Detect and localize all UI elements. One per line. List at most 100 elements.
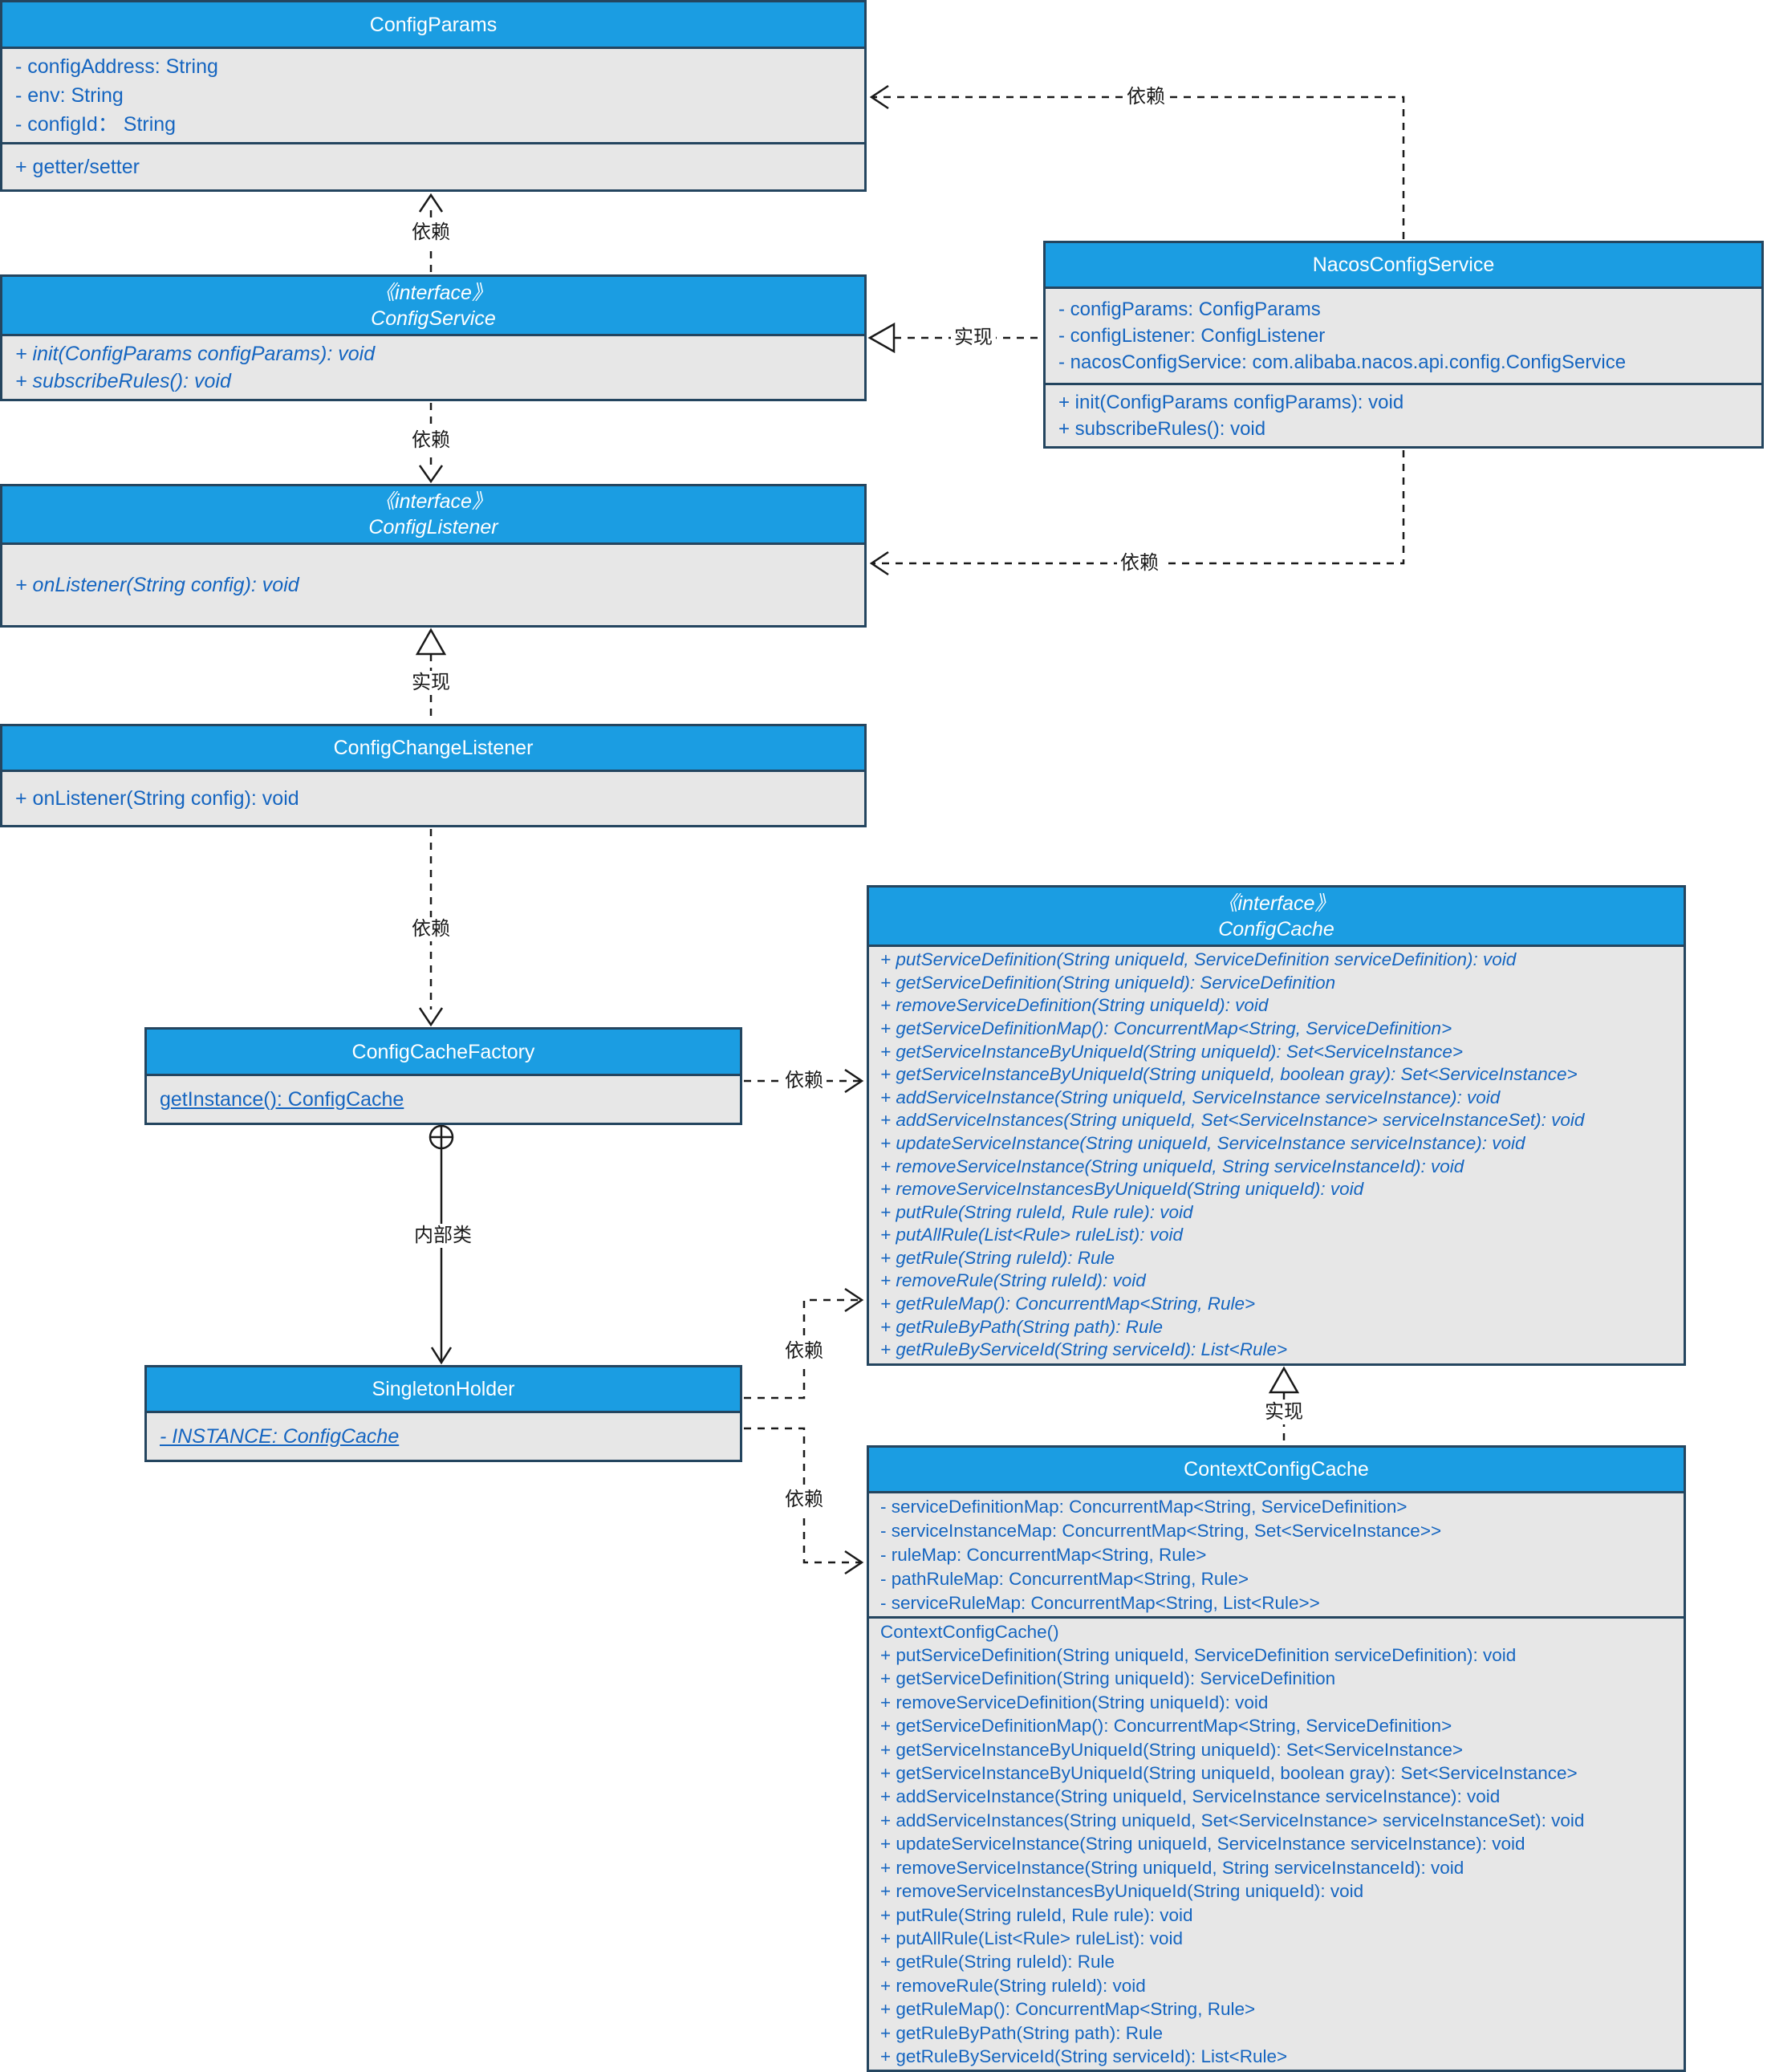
class-header: SingletonHolder xyxy=(147,1367,740,1413)
method-item: + getter/setter xyxy=(15,156,140,178)
method-item: + removeServiceInstancesByUniqueId(Strin… xyxy=(880,1881,1364,1902)
attribute-item: - configListener: ConfigListener xyxy=(1058,325,1326,347)
class-box-config-cache-factory: ConfigCacheFactory getInstance(): Config… xyxy=(144,1027,742,1125)
class-title: ConfigChangeListener xyxy=(333,737,534,759)
attributes-section: - INSTANCE: ConfigCache xyxy=(147,1413,740,1460)
attribute-item: - nacosConfigService: com.alibaba.nacos.… xyxy=(1058,351,1627,373)
methods-section: + onListener(String config): void xyxy=(2,772,864,825)
attribute-item: - serviceRuleMap: ConcurrentMap<String, … xyxy=(880,1592,1320,1613)
method-item: + subscribeRules(): void xyxy=(1058,418,1266,440)
class-box-nacos-config-service: NacosConfigService - configParams: Confi… xyxy=(1043,241,1764,449)
methods-section: + init(ConfigParams configParams): void +… xyxy=(2,336,864,399)
method-item: + getServiceInstanceByUniqueId(String un… xyxy=(880,1064,1578,1085)
method-item: + getServiceInstanceByUniqueId(String un… xyxy=(880,1041,1464,1062)
class-title: ConfigCacheFactory xyxy=(351,1040,535,1063)
dependency-label-singletonholder-contextcache: 依赖 xyxy=(782,1488,827,1512)
class-header: 《interface》 ConfigListener xyxy=(2,486,864,545)
methods-section: + putServiceDefinition(String uniqueId, … xyxy=(869,947,1684,1363)
method-item: + putRule(String ruleId, Rule rule): voi… xyxy=(880,1201,1193,1222)
method-item: + getRuleMap(): ConcurrentMap<String, Ru… xyxy=(880,1294,1256,1314)
attribute-item: - configId： String xyxy=(15,113,177,136)
method-item: + init(ConfigParams configParams): void xyxy=(1058,392,1404,413)
method-item: + getServiceInstanceByUniqueId(String un… xyxy=(880,1763,1578,1784)
class-title: SingletonHolder xyxy=(372,1378,515,1400)
method-item: + getRuleByPath(String path): Rule xyxy=(880,2022,1164,2043)
class-header: NacosConfigService xyxy=(1046,243,1761,289)
method-item: + getRuleMap(): ConcurrentMap<String, Ru… xyxy=(880,1999,1256,2020)
method-item: + removeServiceDefinition(String uniqueI… xyxy=(880,995,1269,1016)
method-item: + onListener(String config): void xyxy=(15,787,299,810)
method-item: + putAllRule(List<Rule> ruleList): void xyxy=(880,1225,1184,1245)
attributes-section: - configParams: ConfigParams- configList… xyxy=(1046,289,1761,383)
implements-label-contextcache-configcache: 实现 xyxy=(1261,1400,1306,1424)
method-item: + subscribeRules(): void xyxy=(15,370,231,392)
class-box-config-change-listener: ConfigChangeListener + onListener(String… xyxy=(0,724,867,827)
class-box-config-service: 《interface》 ConfigService + init(ConfigP… xyxy=(0,274,867,401)
method-item: + removeServiceInstancesByUniqueId(Strin… xyxy=(880,1179,1364,1200)
method-item: + getServiceDefinition(String uniqueId):… xyxy=(880,1668,1336,1689)
class-header: ConfigParams xyxy=(2,2,864,49)
class-box-singleton-holder: SingletonHolder - INSTANCE: ConfigCache xyxy=(144,1365,742,1462)
method-item: + removeServiceInstance(String uniqueId,… xyxy=(880,1857,1464,1878)
class-box-config-listener: 《interface》 ConfigListener + onListener(… xyxy=(0,484,867,628)
method-item: + removeRule(String ruleId): void xyxy=(880,1270,1146,1291)
attribute-item: - serviceInstanceMap: ConcurrentMap<Stri… xyxy=(880,1520,1442,1541)
method-item: + getRuleByPath(String path): Rule xyxy=(880,1316,1164,1337)
method-item: + putServiceDefinition(String uniqueId, … xyxy=(880,949,1517,970)
attribute-item: - ruleMap: ConcurrentMap<String, Rule> xyxy=(880,1544,1207,1565)
implements-label-configchangelistener: 实现 xyxy=(408,671,453,695)
method-item: + addServiceInstance(String uniqueId, Se… xyxy=(880,1786,1501,1807)
dependency-label-configservice-configparams: 依赖 xyxy=(408,221,453,245)
method-item: + getServiceInstanceByUniqueId(String un… xyxy=(880,1739,1464,1760)
method-item: + getServiceDefinitionMap(): ConcurrentM… xyxy=(880,1716,1452,1737)
dependency-label-singletonholder-configcache: 依赖 xyxy=(782,1339,827,1363)
class-title: ConfigCache xyxy=(1218,917,1334,941)
stereotype-label: 《interface》 xyxy=(375,281,492,304)
method-item: + getServiceDefinitionMap(): ConcurrentM… xyxy=(880,1018,1452,1038)
attribute-item: - pathRuleMap: ConcurrentMap<String, Rul… xyxy=(880,1568,1249,1589)
dependency-arrow-nacosconfigservice-to-configparams xyxy=(869,84,1405,239)
method-item: + init(ConfigParams configParams): void xyxy=(15,343,376,365)
stereotype-label: 《interface》 xyxy=(375,490,492,513)
method-item: + getServiceDefinition(String uniqueId):… xyxy=(880,972,1336,993)
methods-section: + onListener(String config): void xyxy=(2,545,864,625)
method-item: + putRule(String ruleId, Rule rule): voi… xyxy=(880,1904,1193,1925)
class-header: 《interface》 ConfigService xyxy=(2,277,864,336)
method-item: + addServiceInstances(String uniqueId, S… xyxy=(880,1810,1585,1830)
class-header: ConfigChangeListener xyxy=(2,726,864,772)
method-item: + updateServiceInstance(String uniqueId,… xyxy=(880,1834,1525,1855)
implements-label-nacos-configservice: 实现 xyxy=(951,326,996,350)
method-item: + addServiceInstance(String uniqueId, Se… xyxy=(880,1087,1501,1107)
method-item: + putAllRule(List<Rule> ruleList): void xyxy=(880,1928,1184,1948)
attribute-item: - INSTANCE: ConfigCache xyxy=(160,1425,400,1448)
class-header: ConfigCacheFactory xyxy=(147,1030,740,1076)
method-item: + addServiceInstances(String uniqueId, S… xyxy=(880,1110,1585,1131)
class-box-context-config-cache: ContextConfigCache - serviceDefinitionMa… xyxy=(867,1445,1686,2072)
dependency-label-nacos-configlistener: 依赖 xyxy=(1117,551,1162,575)
attribute-item: - env: String xyxy=(15,84,124,107)
class-title: ContextConfigCache xyxy=(1184,1458,1369,1481)
inner-class-connector-configcachefactory-to-singletonholder xyxy=(429,1124,454,1365)
dependency-label-nacos-configparams: 依赖 xyxy=(1123,85,1168,109)
class-title: NacosConfigService xyxy=(1312,254,1495,276)
method-item: + removeServiceDefinition(String uniqueI… xyxy=(880,1692,1269,1712)
attribute-item: - serviceDefinitionMap: ConcurrentMap<St… xyxy=(880,1496,1408,1517)
class-title: ConfigService xyxy=(371,307,496,330)
class-title: ConfigListener xyxy=(368,516,498,538)
method-item: + getRule(String ruleId): Rule xyxy=(880,1247,1115,1268)
methods-section: getInstance(): ConfigCache xyxy=(147,1076,740,1123)
attributes-section: - serviceDefinitionMap: ConcurrentMap<St… xyxy=(869,1493,1684,1616)
method-item: ContextConfigCache() xyxy=(880,1621,1059,1642)
inner-class-label: 内部类 xyxy=(411,1224,475,1248)
attributes-section: - configAddress: String - env: String - co… xyxy=(2,49,864,142)
class-header: ContextConfigCache xyxy=(869,1448,1684,1493)
method-item: + removeServiceInstance(String uniqueId,… xyxy=(880,1156,1464,1176)
methods-section: ContextConfigCache() + putServiceDefiniti… xyxy=(869,1616,1684,2070)
method-item: + putServiceDefinition(String uniqueId, … xyxy=(880,1645,1517,1666)
class-box-config-cache: 《interface》 ConfigCache + putServiceDefi… xyxy=(867,885,1686,1366)
method-item: + getRule(String ruleId): Rule xyxy=(880,1952,1115,1972)
attribute-item: - configAddress: String xyxy=(15,55,218,78)
method-item: + removeRule(String ruleId): void xyxy=(880,1975,1146,1996)
method-item: + getRuleByServiceId(String serviceId): … xyxy=(880,2046,1288,2066)
